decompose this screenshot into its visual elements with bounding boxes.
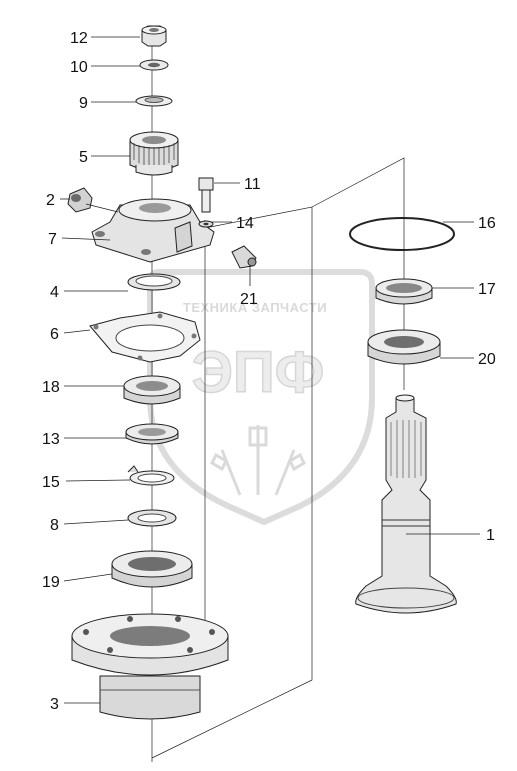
part-1-shaft	[355, 394, 457, 614]
watermark: ТЕХНИКА ЗАПЧАСТИ ЭПФ	[147, 269, 375, 526]
part-10-washer	[139, 59, 169, 71]
part-8-ring	[127, 509, 177, 527]
callout-15: 15	[42, 474, 60, 491]
part-7-housing	[91, 198, 215, 263]
callout-1: 1	[486, 527, 495, 544]
part-17-seal	[375, 278, 433, 305]
callout-9: 9	[79, 95, 88, 112]
part-4-ring	[127, 273, 181, 291]
part-9-washer	[135, 95, 173, 107]
callout-3: 3	[50, 696, 59, 713]
callout-18: 18	[42, 379, 60, 396]
part-6-gasket	[89, 311, 201, 363]
callout-5: 5	[79, 149, 88, 166]
callout-19: 19	[42, 574, 60, 591]
leader-lines	[60, 36, 480, 704]
callout-21: 21	[240, 291, 258, 308]
watermark-caption: ТЕХНИКА ЗАПЧАСТИ	[183, 300, 327, 315]
watermark-logo: ЭПФ	[192, 340, 324, 405]
callout-8: 8	[50, 517, 59, 534]
part-11-bolt	[198, 177, 214, 213]
part-20-bearing	[367, 329, 441, 365]
wheat-emblem	[210, 425, 306, 496]
part-18-bearing	[123, 375, 181, 405]
callout-13: 13	[42, 431, 60, 448]
callout-4: 4	[50, 284, 59, 301]
part-15-lockwasher	[127, 465, 175, 486]
callout-7: 7	[48, 231, 57, 248]
callout-16: 16	[478, 215, 496, 232]
callout-11: 11	[244, 176, 261, 193]
callout-labels: 12 10 9 5 2 7 11 14 21 4 6 18 13 15 8 19…	[42, 30, 496, 713]
part-2-fitting	[67, 187, 93, 213]
part-21-fitting	[231, 245, 257, 269]
callout-14: 14	[236, 215, 254, 232]
part-19-bearing	[111, 550, 193, 588]
callout-2: 2	[46, 192, 55, 209]
part-5-gear	[129, 131, 179, 176]
part-12-nut	[141, 25, 167, 47]
callout-12: 12	[70, 30, 88, 47]
part-14-washer	[198, 220, 214, 228]
callout-10: 10	[70, 59, 88, 76]
part-16-oring	[349, 217, 455, 251]
callout-6: 6	[50, 326, 59, 343]
callout-17: 17	[478, 281, 496, 298]
part-3-hub	[71, 613, 229, 720]
part-13-ring-nut	[125, 423, 179, 445]
callout-20: 20	[478, 351, 496, 368]
